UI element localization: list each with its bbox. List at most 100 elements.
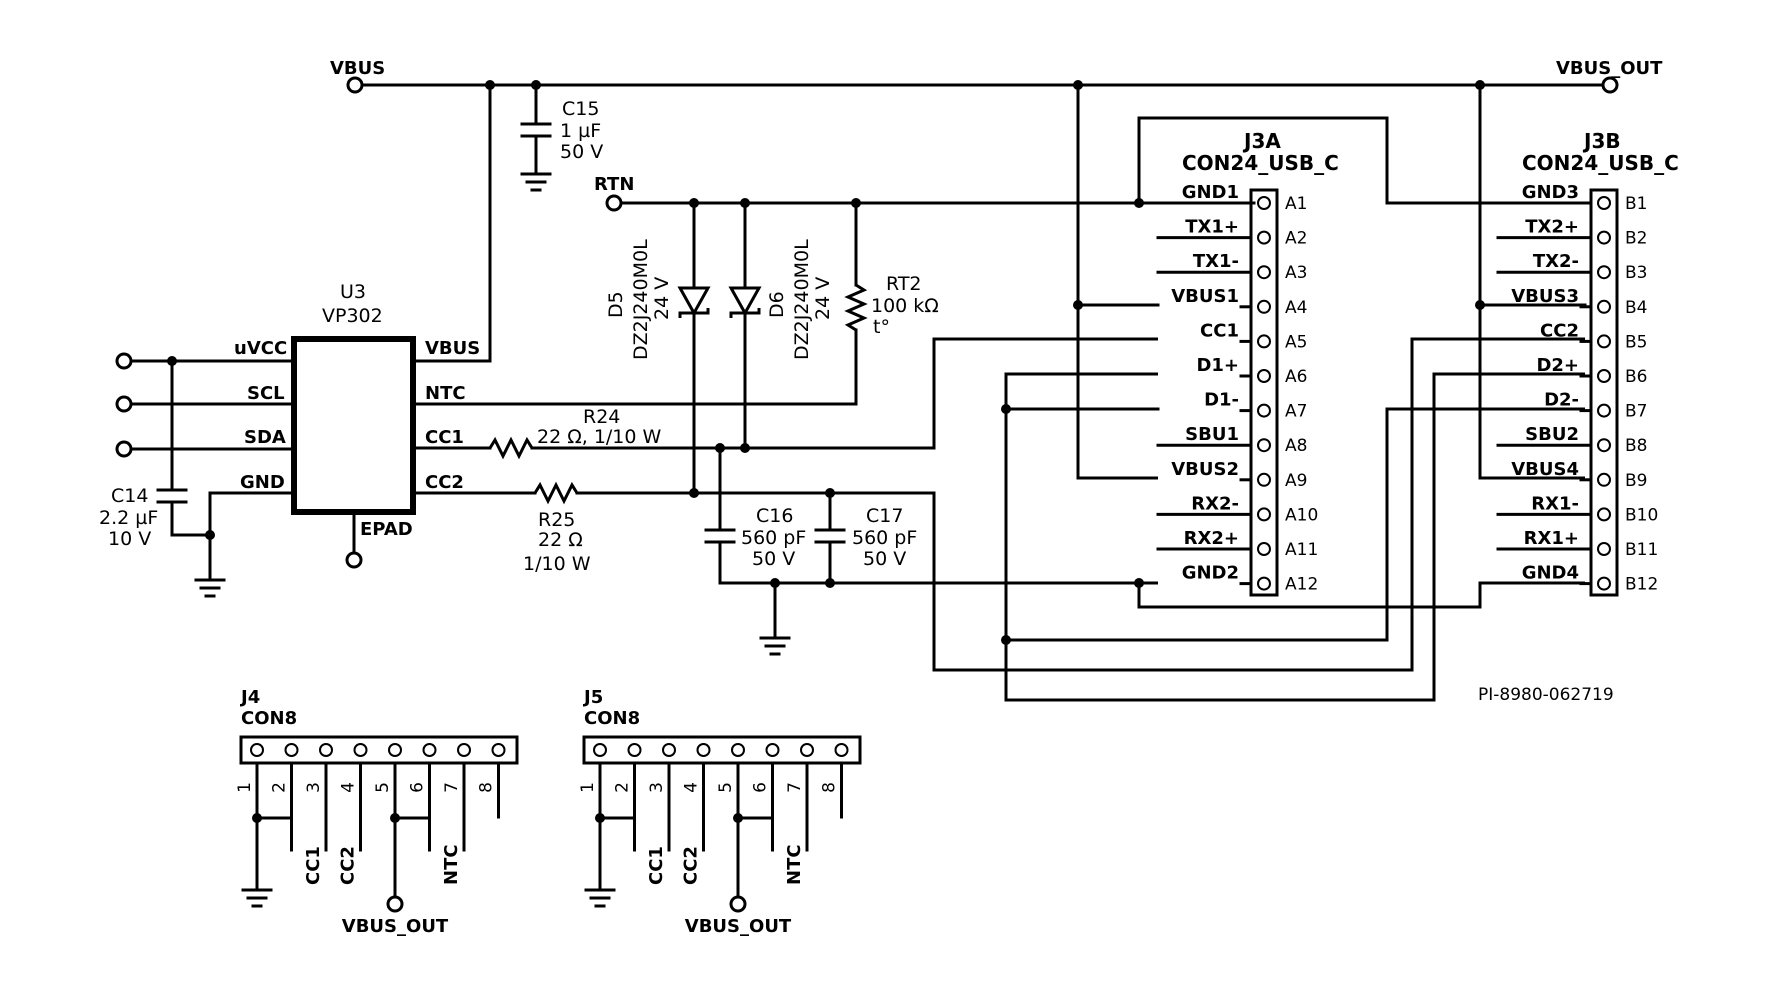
u3-pin-vbus: VBUS (425, 338, 480, 359)
j3b-signal-label: RX1+ (1524, 528, 1579, 549)
j3a-pin-circle (1257, 299, 1271, 314)
j3b-pin-circle (1597, 576, 1611, 591)
j3b-pin-circle (1597, 472, 1611, 487)
capacitor-c15: C15 1 µF 50 V (520, 83, 603, 192)
j3b-pin-circle (1597, 334, 1611, 349)
r24-value: 22 Ω, 1/10 W (537, 426, 662, 448)
j5-pin-number: 4 (682, 782, 702, 793)
j4-pin-circle (491, 743, 506, 757)
j3b-pin-circle (1597, 299, 1611, 314)
r24-ref: R24 (583, 406, 620, 428)
rt2-mark: t° (873, 316, 890, 338)
j3a-pin-number: A10 (1285, 505, 1318, 525)
j4-pin-circle (250, 743, 264, 757)
j5-net-label: CC1 (646, 846, 667, 885)
j5-pin-number: 1 (578, 782, 598, 793)
j3b-pin-number: B6 (1625, 367, 1647, 387)
j3a-pin-number: A1 (1285, 194, 1307, 214)
c15-value: 1 µF (560, 120, 601, 142)
j3a-pin-number: A9 (1285, 471, 1307, 491)
j3a-pin-circle (1257, 265, 1271, 280)
vbus-taps (1073, 85, 1587, 480)
j3a-pin-number: A3 (1285, 263, 1307, 283)
j3a-pin-circle (1257, 334, 1271, 349)
j3a-pin-number: A6 (1285, 367, 1307, 387)
j3b-signal-label: VBUS4 (1511, 459, 1579, 480)
j5-pin-circle (627, 743, 642, 757)
j4-pin-circle (422, 743, 437, 757)
j5-pin-circle (800, 743, 814, 757)
j3a-pin-circle (1257, 403, 1271, 418)
j5-pin-circle (765, 743, 780, 757)
j4-pin-circle (353, 743, 368, 757)
j3b-signal-label: TX2- (1533, 251, 1579, 272)
connector-j3a: J3A CON24_USB_C GND1A1TX1+A2TX1-A3VBUS1A… (1156, 129, 1339, 597)
rt2-value: 100 kΩ (871, 295, 939, 317)
j4-pin-circle (457, 743, 471, 757)
j3a-pin-number: A5 (1285, 332, 1307, 352)
j5-part: CON8 (584, 708, 640, 729)
j3b-pin-number: B9 (1625, 471, 1647, 491)
j3b-signal-label: TX2+ (1525, 217, 1579, 238)
rtn-rail: RTN (594, 116, 1585, 212)
j3b-signal-label: VBUS3 (1511, 286, 1579, 307)
j3a-pin-number: A7 (1285, 402, 1307, 422)
j3b-pin-circle (1597, 403, 1611, 418)
j4-pin-number: 1 (235, 782, 255, 793)
j3a-signal-label: SBU1 (1185, 424, 1239, 445)
data-line-crossover (1001, 372, 1585, 702)
j3b-signal-label: D2- (1544, 390, 1579, 411)
j3b-signal-label: SBU2 (1525, 424, 1579, 445)
j3a-signal-label: GND1 (1182, 182, 1239, 203)
j3b-pin-circle (1597, 265, 1611, 280)
vbus-terminal (346, 76, 364, 94)
c17-value: 560 pF (852, 527, 917, 549)
u3-pin-epad: EPAD (360, 519, 413, 540)
j5-pin-number: 7 (785, 782, 805, 793)
j3b-pin-circle (1597, 196, 1611, 210)
j5-vbus-out-label: VBUS_OUT (685, 916, 792, 937)
j3a-part: CON24_USB_C (1182, 151, 1339, 175)
r25-power: 1/10 W (523, 553, 591, 575)
r25-ref: R25 (538, 509, 575, 531)
j3a-signal-label: TX1+ (1185, 217, 1239, 238)
j3a-pin-circle (1257, 369, 1271, 383)
u3-pin-cc1: CC1 (425, 427, 464, 448)
j4-pin-number: 5 (373, 782, 393, 793)
j3b-signal-label: GND4 (1522, 563, 1579, 584)
j4-pin-circle (319, 743, 333, 757)
c14-value: 2.2 µF (99, 507, 158, 529)
j3a-pin-circle (1257, 576, 1271, 591)
thermistor-rt2: RT2 100 kΩ t° (844, 201, 939, 406)
c16-value: 560 pF (741, 527, 806, 549)
j3b-pin-number: B1 (1625, 194, 1647, 214)
j3a-signal-label: RX2- (1191, 493, 1239, 514)
d6-part: DZ2J240M0L (791, 239, 813, 360)
zener-d6: D6 DZ2J240M0L 24 V (728, 201, 834, 453)
c15-ref: C15 (562, 98, 599, 120)
j4-pin-circle (388, 743, 402, 757)
j3b-signal-label: RX1- (1531, 493, 1579, 514)
r25-value: 22 Ω (538, 529, 583, 551)
j4-net-label: CC1 (303, 846, 324, 885)
d6-voltage: 24 V (812, 277, 834, 320)
j5-pin-circle (593, 743, 607, 757)
j3a-pin-number: A11 (1285, 540, 1318, 560)
j4-body (239, 735, 519, 765)
drawing-id: PI-8980-062719 (1478, 685, 1614, 705)
j4-vbus-out-label: VBUS_OUT (342, 916, 449, 937)
u3-pin-cc2: CC2 (425, 472, 464, 493)
ic-u3: U3 VP302 uVCC SCL SDA GND VBUS NTC CC1 C… (234, 281, 480, 569)
j5-pin-number: 3 (647, 782, 667, 793)
d5-part: DZ2J240M0L (630, 239, 652, 360)
u3-pin-sda: SDA (244, 427, 286, 448)
connector-j3b: J3B CON24_USB_C GND3B1TX2+B2TX2-B3VBUS3B… (1496, 129, 1679, 597)
j3a-signal-label: CC1 (1200, 320, 1239, 341)
j3b-pin-circle (1597, 507, 1611, 522)
j3a-pin-number: A8 (1285, 436, 1307, 456)
j5-pin-number: 6 (751, 782, 771, 793)
u3-pin-uvcc: uVCC (234, 338, 287, 359)
j3a-signal-label: D1+ (1196, 355, 1239, 376)
